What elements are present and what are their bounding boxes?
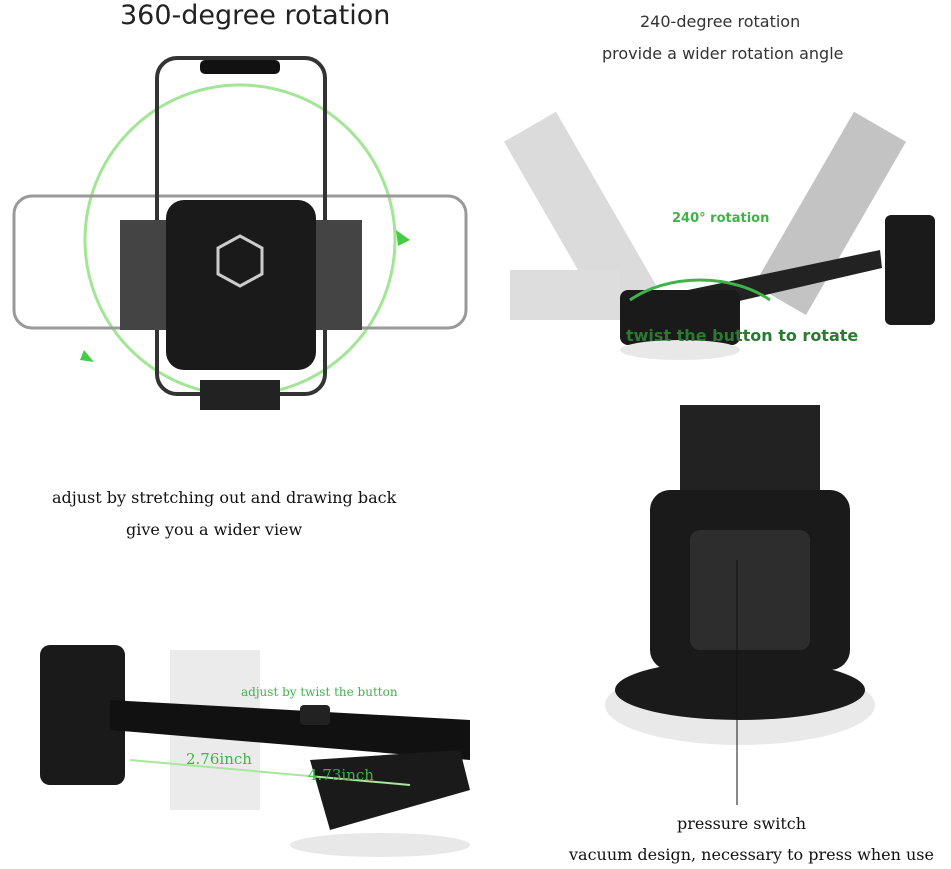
rotation-240-title: 240-degree rotation <box>640 12 801 31</box>
rotation-360-illustration <box>12 56 468 410</box>
pressure-switch-label: pressure switch <box>677 814 807 833</box>
extension-caption-line2: give you a wider view <box>126 520 303 539</box>
rotation-240-illustration <box>504 111 935 360</box>
length-long-label: 4.73inch <box>308 766 374 784</box>
rotation-angle-label: 240° rotation <box>672 211 770 226</box>
suction-cup-illustration <box>605 405 875 805</box>
rotation-360-title: 360-degree rotation <box>120 0 391 31</box>
length-short-label: 2.76inch <box>186 750 252 768</box>
rotation-240-subtitle: provide a wider rotation angle <box>602 44 844 63</box>
twist-button-label: adjust by twist the button <box>241 685 398 699</box>
twist-rotate-label: twist the button to rotate <box>626 326 859 345</box>
extension-caption-line1: adjust by stretching out and drawing bac… <box>52 488 397 507</box>
vacuum-caption: vacuum design, necessary to press when u… <box>569 845 934 864</box>
extension-illustration <box>40 645 470 857</box>
